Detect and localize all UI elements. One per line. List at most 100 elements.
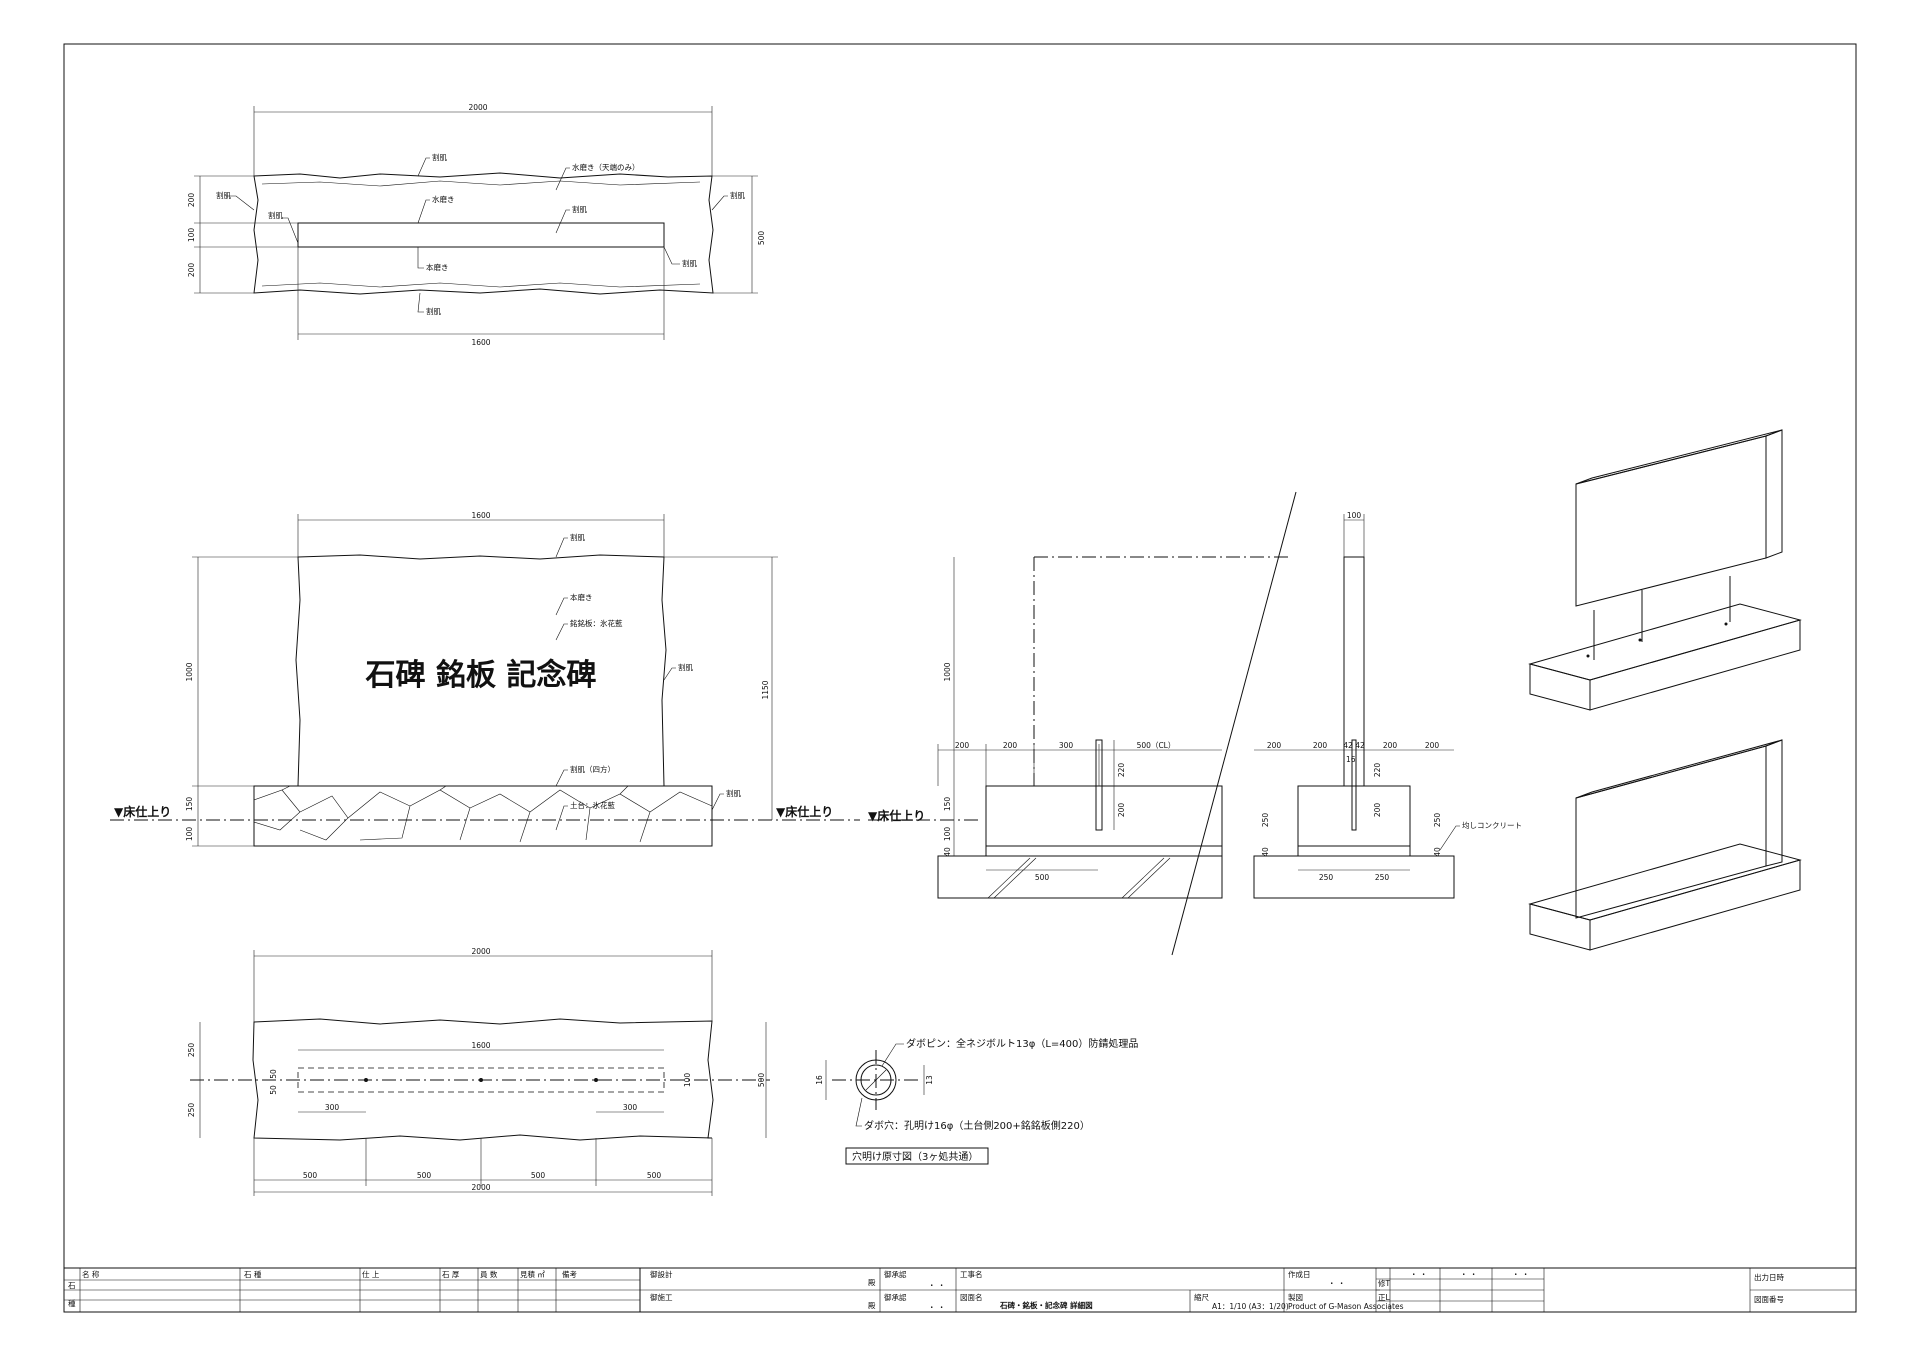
plan-bottom-dim-right-small: 100 xyxy=(683,1073,692,1088)
plan-top-outline xyxy=(253,172,714,295)
tb-col-stone: 石 種 xyxy=(244,1269,262,1279)
elevation-dim-base-1: 150 xyxy=(185,797,194,812)
side-dim-v-1: 220 xyxy=(1373,763,1382,778)
plan-bottom-outline xyxy=(252,1018,714,1141)
plan-top-label-2: 水磨き（天端のみ） xyxy=(572,162,640,172)
section-dim-left-3: 40 xyxy=(943,847,952,857)
elevation-label-7: 割肌 xyxy=(726,788,741,798)
tb-rev-dots-3: ・ ・ xyxy=(1512,1270,1529,1279)
tb-row-side-1: 石 xyxy=(68,1281,76,1290)
tb-drawing-value: 石碑・銘板・記念碑 詳細図 xyxy=(999,1300,1093,1310)
plan-bottom-dim-small-1: 50 xyxy=(269,1069,278,1079)
plan-bottom-dim-hole-2: 300 xyxy=(623,1103,638,1112)
section-view: ▼床仕上り 200 200 300 500（CL） 1000 150 40 10… xyxy=(868,491,1297,956)
plan-top-dim-left-3: 200 xyxy=(187,263,196,278)
side-section-view: 100 200 200 42 42 200 200 16 220 200 250… xyxy=(1253,511,1522,899)
tb-rev-dots: ・ ・ xyxy=(1410,1270,1427,1279)
detail-caption: 穴明け原寸図（3ヶ処共通） xyxy=(852,1150,978,1163)
side-dim-top-6: 200 xyxy=(1425,741,1440,750)
plan-bottom-dim-left-2: 250 xyxy=(187,1103,196,1118)
side-dim-v-3: 250 xyxy=(1261,813,1270,828)
inscription-text: 石碑 銘板 記念碑 xyxy=(365,658,597,693)
plan-top-label-9: 割肌 xyxy=(682,258,697,268)
section-dim-bottom: 500 xyxy=(1035,873,1050,882)
isometric-assembled xyxy=(1528,739,1802,951)
tb-created-dots: ・ ・ xyxy=(1328,1279,1345,1288)
tb-col-total: 見積 ㎡ xyxy=(520,1269,545,1279)
plan-bottom-dim-bottom-4: 500 xyxy=(647,1171,662,1180)
floor-label-left: ▼床仕上り xyxy=(114,804,171,819)
elevation-dim-base-2: 100 xyxy=(185,827,194,842)
tb-col-finish: 仕 上 xyxy=(362,1269,380,1279)
plan-top-label-7: 割肌 xyxy=(730,190,745,200)
tb-project: 工事名 xyxy=(960,1269,983,1279)
tb-created: 作成日 xyxy=(1288,1269,1311,1279)
tb-col-count: 員 数 xyxy=(480,1269,498,1279)
side-dim-small: 16 xyxy=(1346,755,1356,764)
tb-rev-2: 正L xyxy=(1378,1293,1391,1302)
plan-top-label-5: 割肌 xyxy=(572,204,587,214)
detail-dim-outer: 16 xyxy=(815,1075,824,1085)
plan-top-label-10: 割肌 xyxy=(426,306,441,316)
plan-top-view: 2000 1600 500 200 100 200 割肌 水磨き（天端のみ） 割… xyxy=(187,103,766,347)
section-dim-top-4: 500（CL） xyxy=(1137,741,1176,750)
plan-top-dim-width: 2000 xyxy=(468,103,487,112)
section-dim-top-2: 200 xyxy=(1003,741,1018,750)
front-elevation: ▼床仕上り ▼床仕上り 石碑 銘板 記念碑 1600 1000 1150 150… xyxy=(110,511,860,847)
plan-bottom-dim-bottom-1: 500 xyxy=(303,1171,318,1180)
plan-top-label-3: 割肌 xyxy=(216,190,231,200)
side-dim-top-2: 200 xyxy=(1313,741,1328,750)
section-dim-top-1: 200 xyxy=(955,741,970,750)
elevation-label-2: 本磨き xyxy=(570,592,593,602)
tb-scale-value: A1：1/10 (A3：1/20) xyxy=(1212,1302,1289,1311)
plan-top-dim-left-1: 200 xyxy=(187,193,196,208)
hole-detail: 16 13 ダボピン：全ネジボルト13φ（L=400）防錆処理品 ダボ穴：孔明け… xyxy=(815,1037,1138,1165)
tb-maker-value: Product of G-Mason Associates xyxy=(1288,1302,1404,1311)
side-dim-v-4: 250 xyxy=(1433,813,1442,828)
side-dim-v-6: 40 xyxy=(1433,847,1442,857)
tb-sama-1: 殿 xyxy=(868,1278,876,1287)
tb-maker: 製図 xyxy=(1288,1292,1303,1302)
side-base xyxy=(1297,785,1411,847)
section-pin xyxy=(1095,739,1103,831)
section-dim-pin-1: 220 xyxy=(1117,763,1126,778)
tb-approve-2: 御承認 xyxy=(884,1292,907,1302)
section-floor-label: ▼床仕上り xyxy=(868,808,925,823)
elevation-label-1: 割肌 xyxy=(570,532,585,542)
side-dim-top: 100 xyxy=(1347,511,1362,520)
tb-rev-1: 修T xyxy=(1378,1278,1391,1288)
plan-bottom-dim-bottom-3: 500 xyxy=(531,1171,546,1180)
plan-bottom-dim-hole-1: 300 xyxy=(325,1103,340,1112)
tb-sama-2: 殿 xyxy=(868,1301,876,1310)
plan-top-plate xyxy=(297,222,665,248)
title-block: 名 称 石 種 仕 上 石 厚 員 数 見積 ㎡ 備考 石 種 御設計 御施工 … xyxy=(63,1267,1857,1313)
side-dim-top-1: 200 xyxy=(1267,741,1282,750)
side-dim-v-5: 40 xyxy=(1261,847,1270,857)
tb-dots-2: ・ ・ xyxy=(928,1303,945,1312)
section-base xyxy=(985,785,1223,847)
elevation-base xyxy=(253,785,713,847)
section-dim-pin-2: 200 xyxy=(1117,803,1126,818)
tb-dots-1: ・ ・ xyxy=(928,1281,945,1290)
section-dim-left-4: 100 xyxy=(943,827,952,842)
side-dim-bottom-2: 250 xyxy=(1375,873,1390,882)
plan-top-label-1: 割肌 xyxy=(432,152,447,162)
floor-label-right: ▼床仕上り xyxy=(776,804,833,819)
elevation-dim-h2: 1150 xyxy=(761,680,770,699)
tb-row-side-2: 種 xyxy=(68,1298,76,1308)
break-line xyxy=(1171,491,1297,956)
tb-col-thick: 石 厚 xyxy=(442,1270,460,1279)
detail-dim-inner: 13 xyxy=(925,1075,934,1085)
elevation-label-6: 土台：氷花藍 xyxy=(570,800,615,810)
elevation-plate xyxy=(295,554,667,787)
side-plate xyxy=(1343,556,1365,787)
plan-bottom-slot xyxy=(297,1067,665,1093)
section-concrete xyxy=(985,845,1223,857)
plan-top-dim-left-2: 100 xyxy=(187,228,196,243)
elevation-label-3: 銘銘板：氷花藍 xyxy=(570,618,623,628)
hole-label: ダボ穴：孔明け16φ（土台側200+銘銘板側220） xyxy=(864,1119,1090,1132)
plan-top-label-4: 水磨き xyxy=(432,194,455,204)
tb-scale-label: 縮尺 xyxy=(1194,1292,1210,1302)
elevation-label-4: 割肌 xyxy=(678,662,693,672)
